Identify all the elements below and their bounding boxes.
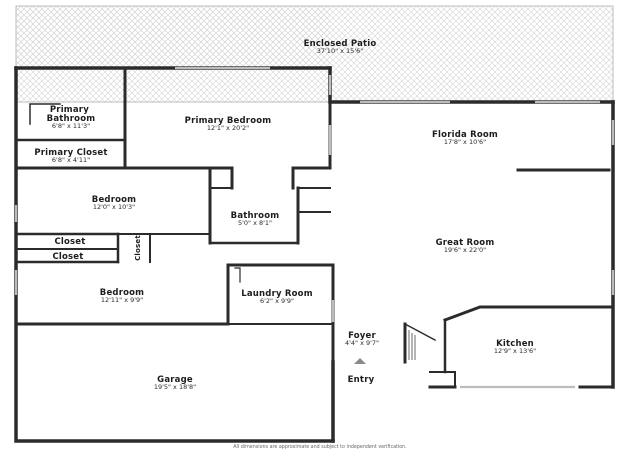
label-foyer: Foyer <box>348 331 376 341</box>
dims-foyer: 4'4" x 9'7" <box>345 339 379 347</box>
label-primary-bedroom: Primary Bedroom <box>185 116 272 126</box>
enclosed-patio-lower <box>16 6 330 68</box>
entry-step <box>408 330 416 360</box>
label-bathroom: Bathroom <box>231 211 280 221</box>
dims-primary-bedroom: 12'1" x 20'2" <box>207 124 249 132</box>
label-great-room: Great Room <box>436 238 495 248</box>
dims-primary-bathroom: 6'8" x 11'3" <box>52 122 90 130</box>
dims-kitchen: 12'9" x 13'6" <box>494 347 536 355</box>
label-florida-room: Florida Room <box>432 130 498 140</box>
label-primary-bathroom: Primary Bathroom <box>47 105 96 124</box>
label-closet-1: Closet <box>54 237 85 247</box>
label-garage: Garage <box>157 375 193 385</box>
label-primary-closet: Primary Closet <box>34 148 107 158</box>
dims-bedroom-1: 12'0" x 10'3" <box>93 203 135 211</box>
dims-primary-closet: 6'8" x 4'11" <box>52 156 90 164</box>
dims-laundry-room: 6'2" x 9'9" <box>260 297 294 305</box>
label-kitchen: Kitchen <box>496 339 534 349</box>
dims-florida-room: 17'8" x 10'6" <box>444 138 486 146</box>
dims-garage: 19'5" x 18'8" <box>154 383 196 391</box>
dims-enclosed-patio: 37'10" x 15'6" <box>317 47 363 55</box>
walls <box>14 66 615 443</box>
windows <box>14 66 615 389</box>
label-closet-3: Closet <box>134 235 142 261</box>
dims-bedroom-2: 12'11" x 9'9" <box>101 296 143 304</box>
enclosed-patio-outline <box>15 5 614 103</box>
label-primary-bathroom-line1: Primary <box>50 105 89 115</box>
dims-bathroom: 5'0" x 8'1" <box>238 219 272 227</box>
label-closet-2: Closet <box>52 252 83 262</box>
label-enclosed-patio: Enclosed Patio <box>304 39 377 49</box>
label-bedroom-1: Bedroom <box>92 195 136 205</box>
label-bedroom-2: Bedroom <box>100 288 144 298</box>
label-laundry-room: Laundry Room <box>241 289 313 299</box>
entry-arrow-icon <box>354 358 366 364</box>
disclaimer-text: All dimensions are approximate and subje… <box>233 444 407 450</box>
label-entry: Entry <box>348 375 375 385</box>
label-primary-bathroom-line2: Bathroom <box>47 114 96 124</box>
dims-great-room: 19'6" x 22'0" <box>444 246 486 254</box>
